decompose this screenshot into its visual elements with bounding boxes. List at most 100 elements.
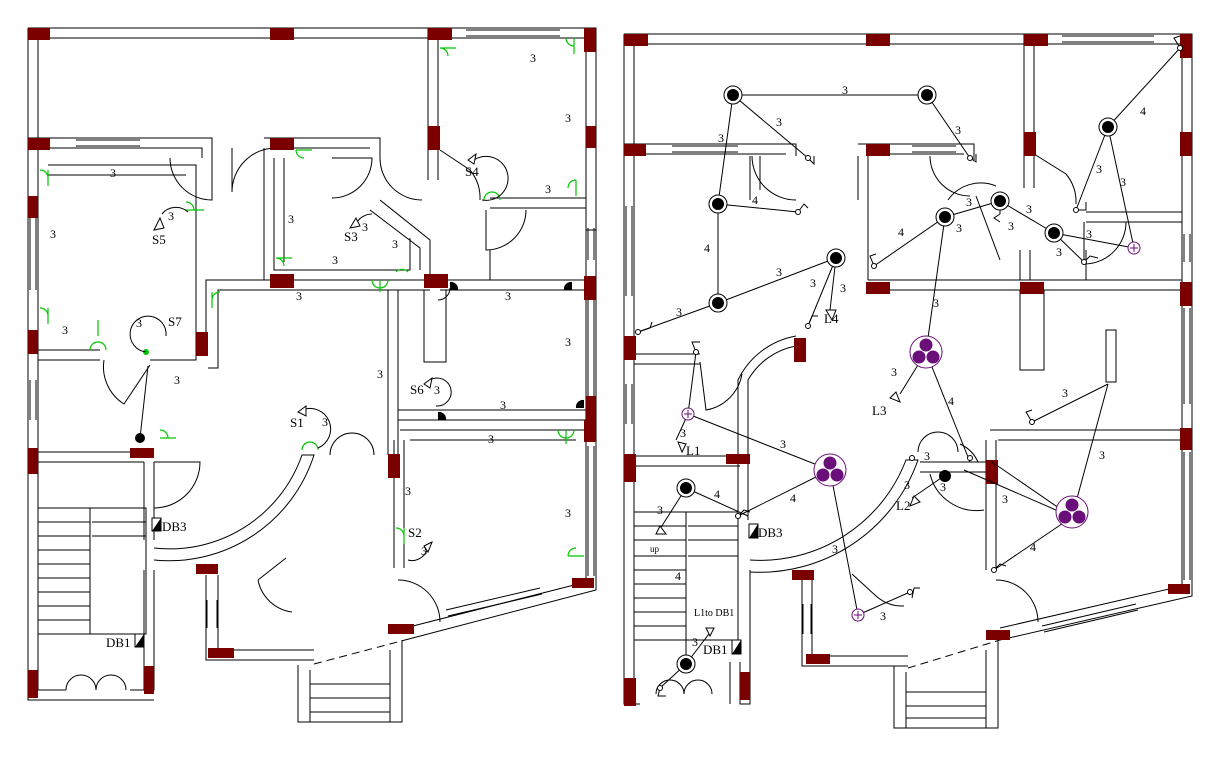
svg-text:3: 3 bbox=[110, 166, 116, 180]
junction-dot bbox=[939, 470, 951, 482]
svg-text:3: 3 bbox=[810, 276, 816, 290]
door bbox=[169, 157, 213, 201]
window bbox=[1183, 308, 1191, 404]
svg-text:3: 3 bbox=[322, 415, 328, 429]
porch-line bbox=[907, 639, 1001, 669]
interior-wall bbox=[990, 429, 1182, 441]
svg-text:3: 3 bbox=[488, 432, 494, 446]
svg-text:3: 3 bbox=[296, 289, 302, 303]
right-columns bbox=[624, 34, 1192, 706]
window bbox=[1041, 603, 1139, 633]
svg-text:4: 4 bbox=[752, 193, 758, 207]
curved-wall bbox=[153, 454, 315, 562]
left-switch-dots bbox=[135, 281, 584, 443]
svg-text:3: 3 bbox=[776, 265, 782, 279]
svg-text:3: 3 bbox=[680, 426, 686, 440]
svg-text:4: 4 bbox=[948, 394, 954, 408]
interior-wall bbox=[634, 353, 700, 365]
svg-text:3: 3 bbox=[50, 227, 56, 241]
window bbox=[206, 600, 218, 628]
door bbox=[379, 157, 423, 201]
door bbox=[103, 359, 151, 405]
right-panels bbox=[731, 523, 759, 655]
circuit-label: L2 bbox=[896, 498, 910, 513]
panel-label: DB1 bbox=[703, 642, 728, 657]
svg-text:3: 3 bbox=[565, 506, 571, 520]
door bbox=[65, 674, 127, 691]
interior-wall bbox=[423, 290, 447, 363]
svg-text:3: 3 bbox=[955, 123, 961, 137]
right-wire-counts: 3 3 3 3 4 3 3 4 3 3 4 3 3 3 3 4 3 3 3 3 … bbox=[657, 83, 1146, 649]
svg-text:3: 3 bbox=[136, 316, 142, 330]
interior-wall bbox=[1023, 34, 1035, 188]
door bbox=[929, 473, 985, 512]
left-panels bbox=[134, 517, 162, 648]
right-sockets bbox=[681, 241, 1141, 622]
door bbox=[331, 157, 373, 199]
svg-text:3: 3 bbox=[1099, 448, 1105, 462]
interior-wall bbox=[430, 279, 586, 291]
ceiling-light-icon bbox=[723, 85, 743, 105]
left-arrowheads bbox=[153, 152, 477, 554]
svg-text:3: 3 bbox=[62, 323, 68, 337]
svg-text:3: 3 bbox=[718, 131, 724, 145]
svg-text:3: 3 bbox=[530, 51, 536, 65]
left-columns bbox=[28, 28, 596, 698]
door bbox=[231, 147, 277, 193]
door bbox=[397, 579, 441, 623]
svg-text:3: 3 bbox=[840, 281, 846, 295]
socket-icon bbox=[851, 608, 865, 622]
svg-text:3: 3 bbox=[565, 335, 571, 349]
svg-text:3: 3 bbox=[1062, 386, 1068, 400]
right-ceiling-lights bbox=[676, 85, 1118, 674]
svg-text:3: 3 bbox=[1086, 227, 1092, 241]
svg-text:3: 3 bbox=[1056, 245, 1062, 259]
svg-text:3: 3 bbox=[1002, 492, 1008, 506]
svg-text:3: 3 bbox=[545, 182, 551, 196]
right-switch-dots bbox=[635, 45, 1183, 691]
interior-wall bbox=[749, 156, 761, 200]
door bbox=[437, 287, 451, 301]
door bbox=[751, 155, 797, 201]
svg-text:3: 3 bbox=[332, 253, 338, 267]
panel-label: DB1 bbox=[106, 635, 131, 650]
panel-label: DB3 bbox=[758, 525, 783, 540]
window bbox=[1183, 452, 1191, 580]
window bbox=[912, 145, 956, 153]
ceiling-light-icon bbox=[676, 478, 696, 498]
interior-wall bbox=[48, 164, 197, 360]
switch-label: S5 bbox=[152, 232, 166, 247]
svg-text:3: 3 bbox=[904, 478, 910, 492]
door bbox=[439, 149, 481, 201]
svg-text:3: 3 bbox=[676, 305, 682, 319]
svg-text:3: 3 bbox=[956, 221, 962, 235]
svg-text:4: 4 bbox=[714, 487, 720, 501]
svg-text:3: 3 bbox=[1096, 162, 1102, 176]
svg-text:4: 4 bbox=[675, 569, 681, 583]
svg-text:3: 3 bbox=[168, 209, 174, 223]
svg-text:3: 3 bbox=[842, 83, 848, 97]
svg-text:3: 3 bbox=[924, 449, 930, 463]
interior-wall bbox=[369, 199, 431, 280]
right-ceiling-fans bbox=[813, 335, 1089, 529]
window bbox=[76, 139, 140, 147]
ceiling-fan-icon bbox=[813, 453, 847, 487]
door bbox=[995, 579, 1039, 623]
switch-label: S2 bbox=[408, 525, 422, 540]
door bbox=[917, 431, 959, 453]
svg-text:3: 3 bbox=[392, 237, 398, 251]
switch-label: S3 bbox=[344, 229, 358, 244]
window bbox=[29, 380, 37, 420]
svg-text:3: 3 bbox=[377, 367, 383, 381]
window bbox=[1062, 35, 1154, 43]
door bbox=[1083, 221, 1127, 265]
door bbox=[1033, 153, 1077, 205]
interior-wall bbox=[857, 156, 869, 280]
ceiling-fan-icon bbox=[1055, 495, 1089, 529]
svg-text:3: 3 bbox=[362, 220, 368, 234]
window bbox=[587, 300, 595, 398]
switch-label: S1 bbox=[290, 415, 304, 430]
window bbox=[1183, 234, 1191, 262]
porch-line bbox=[313, 639, 406, 665]
svg-text:3: 3 bbox=[565, 111, 571, 125]
